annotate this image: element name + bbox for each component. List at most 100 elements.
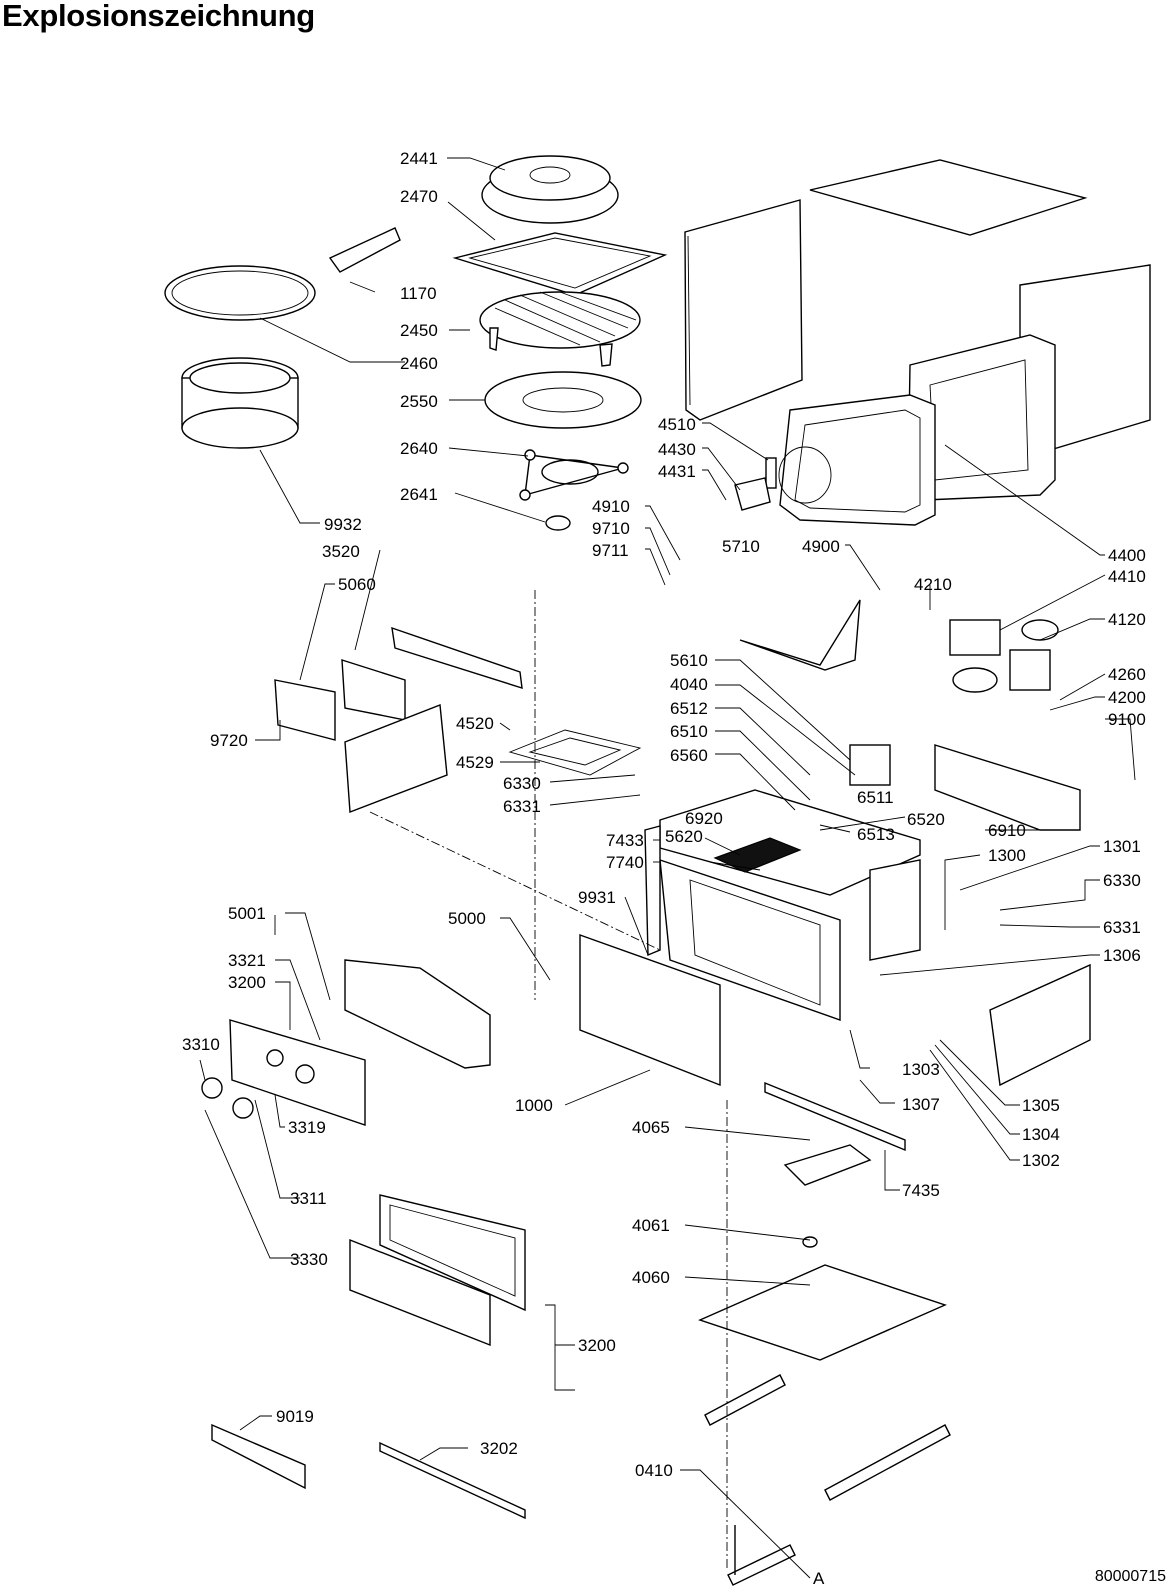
label-5060: 5060 bbox=[338, 575, 376, 594]
part-knob-2 bbox=[232, 1097, 254, 1119]
part-4520-grill-element bbox=[508, 729, 642, 776]
label-4410: 4410 bbox=[1108, 567, 1146, 586]
label-4400: 4400 bbox=[1108, 546, 1146, 565]
label-5000: 5000 bbox=[448, 909, 486, 928]
part-cabinet-top bbox=[809, 159, 1088, 236]
label-1170: 1170 bbox=[400, 284, 437, 303]
part-bracket bbox=[391, 626, 523, 689]
label-3330: 3330 bbox=[290, 1250, 328, 1269]
page-title: Explosionszeichnung bbox=[2, 0, 315, 33]
label-2470: 2470 bbox=[400, 187, 438, 206]
label-9019: 9019 bbox=[276, 1407, 314, 1426]
label-1000: 1000 bbox=[515, 1096, 553, 1115]
label-7435: 7435 bbox=[902, 1181, 940, 1200]
part-fan-blade bbox=[734, 477, 771, 511]
part-2550-turntable bbox=[484, 371, 642, 429]
label-6520: 6520 bbox=[907, 810, 945, 829]
part-rail-left bbox=[704, 1374, 786, 1426]
part-7435-strip bbox=[764, 1081, 906, 1152]
label-2550: 2550 bbox=[400, 392, 438, 411]
label-4529: 4529 bbox=[456, 753, 494, 772]
part-display-glass bbox=[349, 1238, 491, 1347]
label-6910: 6910 bbox=[988, 821, 1026, 840]
label-6560: 6560 bbox=[670, 746, 708, 765]
part-2641-coupler bbox=[545, 515, 571, 531]
part-1306-insulation bbox=[989, 963, 1091, 1087]
label-3200-a: 3200 bbox=[228, 973, 266, 992]
part-side-plate bbox=[344, 704, 448, 813]
label-4431: 4431 bbox=[658, 462, 696, 481]
label-5001: 5001 bbox=[228, 904, 266, 923]
label-7433: 7433 bbox=[606, 831, 644, 850]
part-4061-foot bbox=[802, 1236, 818, 1248]
part-4120-fan-wheel bbox=[1021, 619, 1059, 641]
part-5710-waveguide bbox=[739, 599, 861, 671]
label-6331-b: 6331 bbox=[1103, 918, 1141, 937]
part-bottom-plate bbox=[698, 1264, 947, 1361]
part-9019-strip bbox=[211, 1423, 306, 1490]
label-1306: 1306 bbox=[1103, 946, 1141, 965]
label-4260: 4260 bbox=[1108, 665, 1146, 684]
label-5620: 5620 bbox=[665, 827, 703, 846]
label-1301: 1301 bbox=[1103, 837, 1141, 856]
part-7433-wall bbox=[644, 825, 661, 957]
part-2470-tray bbox=[452, 232, 668, 296]
label-6920: 6920 bbox=[685, 809, 723, 828]
part-electronics-module bbox=[344, 959, 491, 1069]
label-1304: 1304 bbox=[1022, 1125, 1060, 1144]
part-4410-fan bbox=[949, 619, 1001, 656]
part-gasket bbox=[779, 394, 936, 526]
part-2460-crisp-plate bbox=[164, 265, 316, 321]
label-reference-a: A bbox=[813, 1569, 825, 1588]
label-9711: 9711 bbox=[592, 541, 629, 560]
label-6512: 6512 bbox=[670, 699, 708, 718]
label-6511: 6511 bbox=[857, 788, 894, 807]
label-6330-a: 6330 bbox=[503, 774, 541, 793]
label-4900: 4900 bbox=[802, 537, 840, 556]
label-2450: 2450 bbox=[400, 321, 438, 340]
label-3321: 3321 bbox=[228, 951, 266, 970]
label-4910: 4910 bbox=[592, 497, 630, 516]
drawing-number: 80000715 bbox=[1094, 1568, 1166, 1585]
label-5610: 5610 bbox=[670, 651, 708, 670]
label-3200-b: 3200 bbox=[578, 1336, 616, 1355]
label-4065: 4065 bbox=[632, 1118, 670, 1137]
part-0410-foot-rail bbox=[727, 1544, 796, 1586]
part-3310-knob bbox=[201, 1077, 223, 1099]
part-cabinet-side-left bbox=[684, 199, 803, 421]
label-0410: 0410 bbox=[635, 1461, 673, 1480]
label-9710: 9710 bbox=[592, 519, 630, 538]
label-4520: 4520 bbox=[456, 714, 494, 733]
label-9931: 9931 bbox=[578, 888, 616, 907]
label-4060: 4060 bbox=[632, 1268, 670, 1287]
label-6513: 6513 bbox=[857, 825, 895, 844]
leader-lines bbox=[199, 157, 1136, 1579]
label-6510: 6510 bbox=[670, 722, 708, 741]
label-3311: 3311 bbox=[290, 1189, 327, 1208]
part-9100-rear-panel bbox=[934, 744, 1081, 831]
label-9720: 9720 bbox=[210, 731, 248, 750]
label-4061: 4061 bbox=[632, 1216, 670, 1235]
part-side-frame-right bbox=[869, 859, 921, 961]
part-4040-magnetron bbox=[849, 744, 891, 786]
label-1300: 1300 bbox=[988, 846, 1026, 865]
label-3202: 3202 bbox=[480, 1439, 518, 1458]
label-4210: 4210 bbox=[914, 575, 952, 594]
label-4430: 4430 bbox=[658, 440, 696, 459]
part-cavity bbox=[659, 858, 841, 1021]
part-1170-handle bbox=[328, 227, 401, 273]
part-3202-strip bbox=[379, 1441, 526, 1520]
label-6330-b: 6330 bbox=[1103, 871, 1141, 890]
part-display-frame bbox=[379, 1194, 526, 1312]
label-1303: 1303 bbox=[902, 1060, 940, 1079]
label-2641: 2641 bbox=[400, 485, 438, 504]
label-1302: 1302 bbox=[1022, 1151, 1060, 1170]
part-3520-pcb bbox=[341, 659, 406, 721]
label-4040: 4040 bbox=[670, 675, 708, 694]
label-7740: 7740 bbox=[606, 853, 644, 872]
label-4200: 4200 bbox=[1108, 688, 1146, 707]
label-2460: 2460 bbox=[400, 354, 438, 373]
label-3319: 3319 bbox=[288, 1118, 326, 1137]
part-bottom-cover bbox=[783, 1144, 872, 1186]
